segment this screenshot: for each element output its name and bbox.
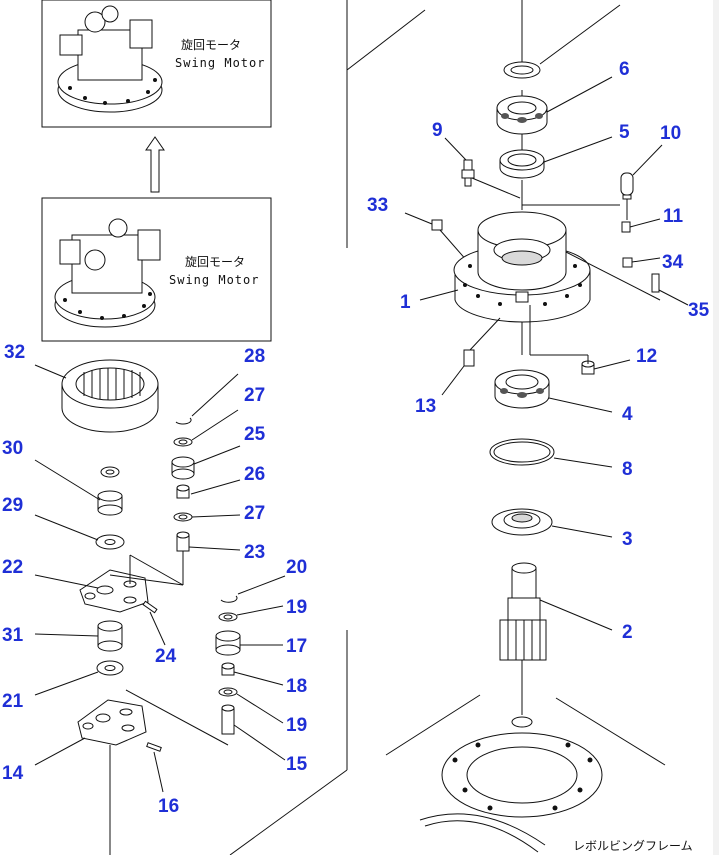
callout-1: 1 [400, 292, 411, 313]
swing-motor-drawing-top [57, 5, 163, 113]
callout-34: 34 [662, 252, 684, 273]
inset-bottom-label-jp: 旋回モータ [185, 255, 245, 269]
part-2-pinion-shaft [499, 562, 547, 661]
callout-14: 14 [2, 763, 24, 784]
callout-24: 24 [155, 646, 177, 667]
up-arrow-icon [145, 136, 165, 193]
part-8-seal-ring [489, 438, 555, 466]
part-27-washer-upper [173, 437, 193, 447]
callout-15: 15 [286, 754, 308, 775]
part-26-needle-bearing [176, 484, 190, 499]
part-34-plug [622, 257, 633, 268]
callout-18: 18 [286, 676, 307, 697]
part-30-washer [100, 466, 120, 478]
callout-20: 20 [286, 557, 307, 578]
callout-27b: 27 [244, 503, 265, 524]
part-32-ring-gear [61, 359, 159, 433]
part-9-grease-fitting [461, 159, 475, 187]
inset-swing-motor-bottom: 旋回モータ Swing Motor [41, 197, 272, 342]
callout-9: 9 [432, 120, 443, 141]
callout-10: 10 [660, 123, 681, 144]
part-11-plug [621, 221, 631, 233]
part-1-case [453, 211, 591, 323]
part-17-gear [215, 630, 241, 656]
part-14-carrier [77, 699, 147, 746]
part-24-pin [142, 600, 158, 614]
part-18-needle-bearing [221, 662, 235, 676]
callout-22: 22 [2, 557, 23, 578]
callout-6: 6 [619, 59, 630, 80]
scrollbar-track[interactable] [713, 0, 719, 855]
revolving-frame-label: レボルビングフレーム [573, 839, 693, 853]
callout-27a: 27 [244, 385, 265, 406]
part-6-bearing [496, 95, 548, 135]
part-22-carrier [79, 569, 149, 613]
part-33-plug [431, 219, 443, 231]
callout-23: 23 [244, 542, 265, 563]
callout-5: 5 [619, 122, 630, 143]
callout-25: 25 [244, 424, 266, 445]
part-13-plug [463, 349, 475, 367]
part-19-washer-upper [218, 612, 238, 622]
part-27-washer-lower [173, 512, 193, 522]
inset-bottom-label-en: Swing Motor [169, 273, 259, 287]
swing-motor-drawing-bottom [54, 218, 161, 328]
callout-26: 26 [244, 464, 265, 485]
part-5-bearing [499, 149, 545, 179]
inset-top-label-jp: 旋回モータ [181, 38, 241, 52]
callout-35: 35 [688, 300, 710, 321]
part-3-cover [491, 508, 553, 536]
callout-2: 2 [622, 622, 633, 643]
callouts: 32 28 27 25 30 26 29 27 23 22 20 19 31 1… [2, 59, 710, 817]
part-4-bearing [494, 369, 550, 409]
revolving-frame-mount [441, 716, 603, 818]
callout-11: 11 [663, 206, 684, 227]
part-31-gear [97, 620, 123, 652]
callout-12: 12 [636, 346, 657, 367]
callout-30: 30 [2, 438, 23, 459]
inset-top-label-en: Swing Motor [175, 56, 265, 70]
part-10-fitting [620, 172, 634, 200]
part-15-shaft [221, 704, 235, 735]
callout-4: 4 [622, 404, 633, 425]
part-7-seal [503, 61, 541, 79]
part-28-snap-ring [175, 417, 192, 425]
part-19-washer-lower [218, 687, 238, 697]
callout-28: 28 [244, 346, 265, 367]
callout-29: 29 [2, 495, 23, 516]
callout-3: 3 [622, 529, 633, 550]
part-16-pin [146, 742, 162, 752]
callout-17: 17 [286, 636, 307, 657]
callout-32: 32 [4, 342, 25, 363]
callout-31: 31 [2, 625, 24, 646]
callout-33: 33 [367, 195, 388, 216]
part-25-gear [171, 456, 195, 480]
part-30-gear [97, 490, 123, 516]
callout-13: 13 [415, 396, 436, 417]
callout-21: 21 [2, 691, 24, 712]
part-35-pin [651, 273, 660, 293]
part-23-shaft [176, 531, 190, 552]
part-29-thrust-washer [95, 534, 125, 550]
callout-19b: 19 [286, 715, 307, 736]
inset-swing-motor-top: 旋回モータ Swing Motor [41, 0, 272, 128]
callout-8: 8 [622, 459, 633, 480]
callout-16: 16 [158, 796, 179, 817]
part-21-thrust-washer [96, 660, 124, 676]
part-20-snap-ring [220, 595, 238, 603]
callout-19a: 19 [286, 597, 307, 618]
